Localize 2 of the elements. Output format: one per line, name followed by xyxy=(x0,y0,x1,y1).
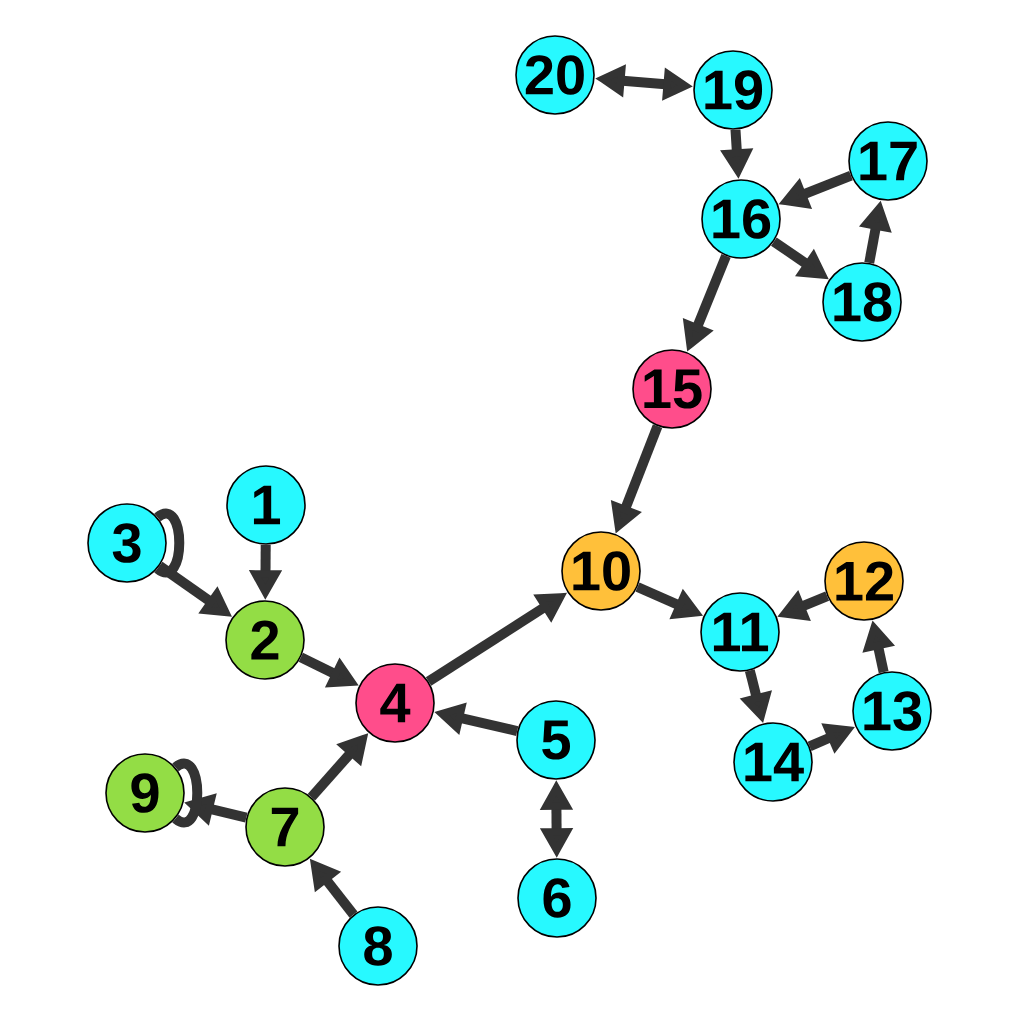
self-loop xyxy=(173,758,203,828)
self-loop xyxy=(155,508,185,578)
